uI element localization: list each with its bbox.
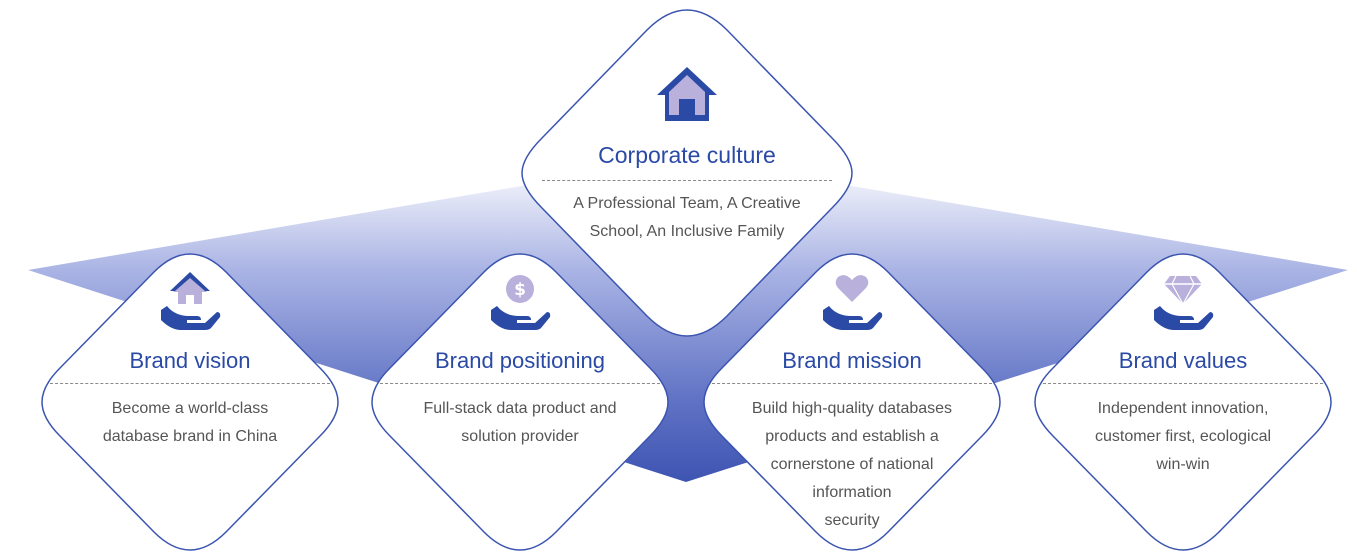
brand-values-card: Brand values Independent innovation, cus… (1033, 252, 1333, 552)
description-line: Full-stack data product and (423, 400, 617, 417)
card-border (371, 253, 669, 551)
description-line: School, An Inclusive Family (589, 223, 785, 240)
description-line: cornerstone of national (770, 456, 934, 473)
brand-mission-card: Brand mission Build high-quality databas… (702, 252, 1002, 552)
heart-in-hand-icon (823, 275, 883, 330)
brand-values-title: Brand values (1118, 348, 1248, 373)
corporate-culture-description: A Professional Team, A Creative School, … (547, 190, 827, 246)
title-divider (1043, 383, 1323, 384)
brand-vision-card: Brand vision Become a world-class databa… (40, 252, 340, 552)
description-line: products and establish a (765, 428, 939, 445)
description-line: security (824, 512, 880, 529)
title-divider (542, 180, 832, 181)
description-line: database brand in China (102, 428, 278, 445)
card-border (521, 9, 853, 337)
card-border (41, 253, 339, 551)
brand-vision-title: Brand vision (129, 348, 251, 373)
description-line: win-win (1156, 456, 1210, 473)
title-divider (712, 383, 992, 384)
brand-positioning-description: Full-stack data product and solution pro… (388, 395, 652, 451)
brand-vision-description: Become a world-class database brand in C… (58, 395, 322, 451)
brand-values-description: Independent innovation, customer first, … (1051, 395, 1315, 479)
description-line: A Professional Team, A Creative (573, 195, 801, 212)
card-border (1034, 253, 1332, 551)
description-line: Independent innovation, (1097, 400, 1269, 417)
title-divider (50, 383, 330, 384)
description-line: information (812, 484, 892, 501)
corporate-culture-card: Corporate culture A Professional Team, A… (520, 8, 854, 338)
title-divider (380, 383, 660, 384)
description-line: solution provider (461, 428, 579, 445)
diamond-in-hand-icon (1154, 275, 1214, 330)
brand-mission-description: Build high-quality databases products an… (720, 395, 984, 535)
dollar-coin-in-hand-icon: $ (491, 275, 551, 330)
svg-text:$: $ (514, 280, 526, 300)
corporate-culture-title: Corporate culture (598, 142, 776, 168)
brand-mission-title: Brand mission (782, 348, 922, 373)
house-in-hand-icon (161, 272, 221, 330)
description-line: Become a world-class (111, 400, 269, 417)
brand-positioning-title: Brand positioning (434, 348, 605, 373)
description-line: customer first, ecological (1094, 428, 1272, 445)
card-border (703, 253, 1001, 551)
house-icon (657, 67, 717, 121)
brand-positioning-card: $ Brand positioning Full-stack data prod… (370, 252, 670, 552)
description-line: Build high-quality databases (751, 400, 953, 417)
